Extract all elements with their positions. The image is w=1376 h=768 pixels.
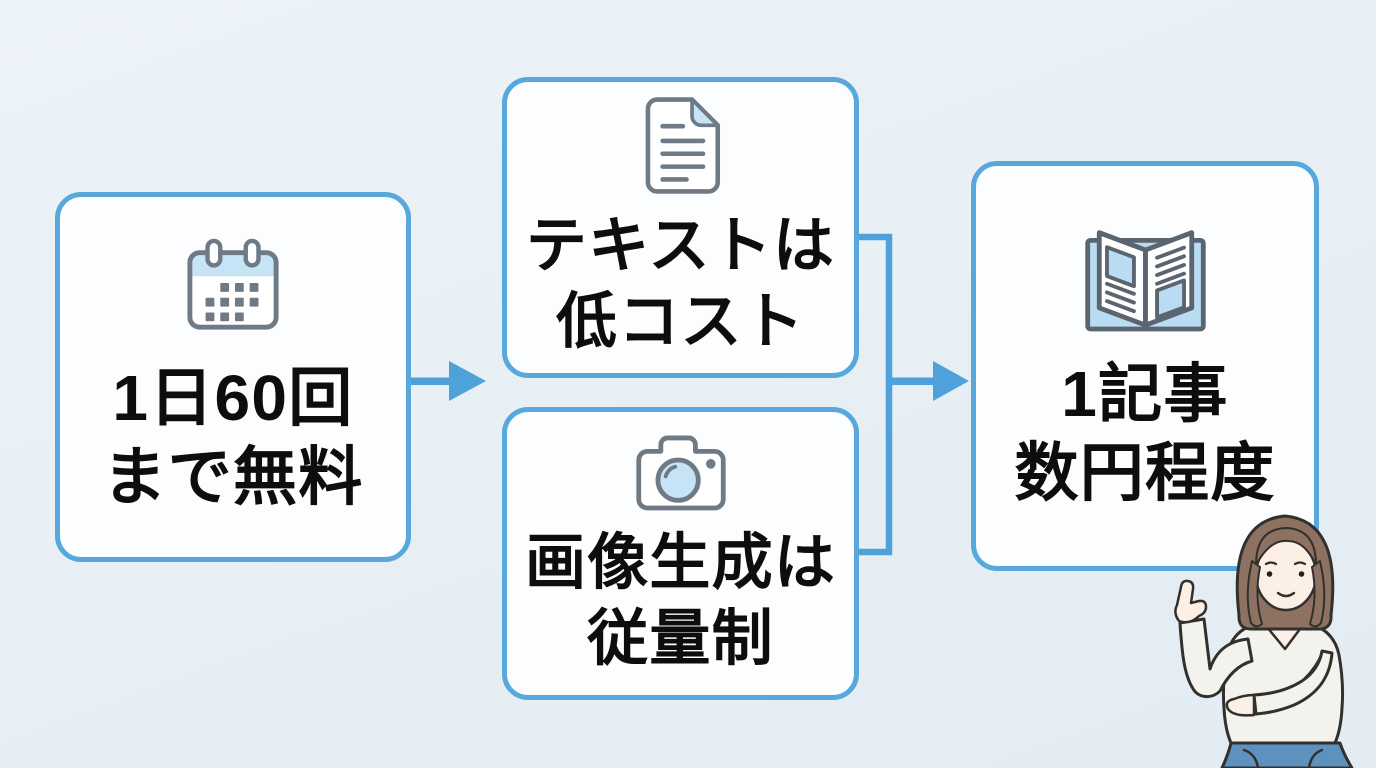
card-text: テキストは 低コスト bbox=[526, 208, 835, 359]
card-image-generation-metered: 画像生成は 従量制 bbox=[502, 407, 859, 700]
card-text-line: 画像生成は bbox=[524, 527, 837, 596]
card-text: 1記事 数円程度 bbox=[1014, 355, 1275, 514]
card-text: 画像生成は 従量制 bbox=[525, 525, 836, 676]
calendar-icon bbox=[187, 238, 279, 330]
card-text-line: 数円程度 bbox=[1014, 437, 1276, 509]
document-icon bbox=[645, 97, 720, 195]
card-per-article-cost: 1記事 数円程度 bbox=[971, 161, 1319, 571]
merge-connector bbox=[856, 233, 893, 556]
card-text-line: 従量制 bbox=[587, 603, 774, 672]
card-text: 1日60回 まで無料 bbox=[102, 359, 363, 518]
card-text-line: 1記事 bbox=[1061, 357, 1229, 430]
card-daily-free-quota: 1日60回 まで無料 bbox=[55, 192, 411, 562]
camera-icon bbox=[635, 435, 726, 511]
card-text-line: テキストは bbox=[525, 211, 836, 280]
pointing-woman-illustration bbox=[1174, 514, 1354, 768]
card-text-line: 1日60回 bbox=[112, 361, 354, 434]
arrow-middle-to-right bbox=[889, 361, 969, 401]
card-text-line: 低コスト bbox=[556, 287, 805, 355]
card-text-low-cost: テキストは 低コスト bbox=[502, 77, 859, 378]
arrow-left-to-middle bbox=[408, 361, 486, 401]
book-icon bbox=[1084, 229, 1206, 332]
card-text-line: まで無料 bbox=[102, 441, 364, 513]
